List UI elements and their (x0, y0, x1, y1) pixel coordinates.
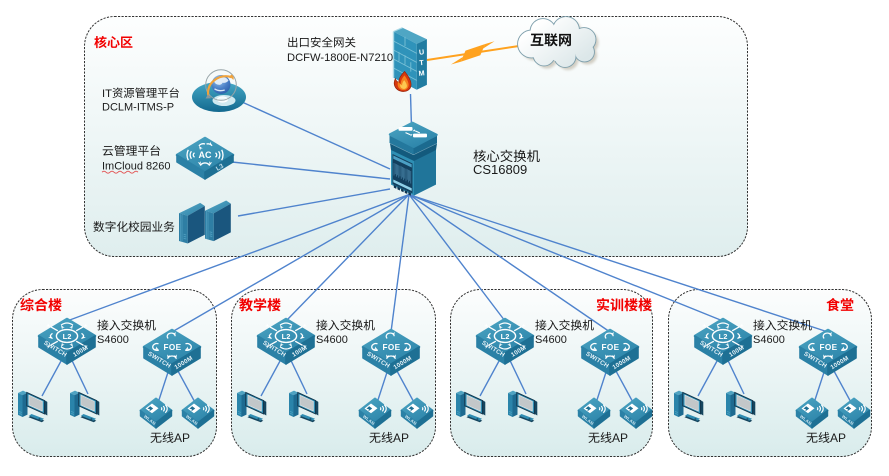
svg-text:M: M (418, 68, 425, 78)
svg-text:S4600: S4600 (316, 334, 348, 346)
svg-text:T: T (419, 58, 425, 67)
svg-text:AP: AP (393, 431, 409, 445)
svg-text:DCFW-1800E-N7210: DCFW-1800E-N7210 (287, 52, 393, 64)
svg-text:S4600: S4600 (753, 334, 785, 346)
svg-text:AP: AP (830, 431, 846, 445)
svg-text:ImCloud 8260: ImCloud 8260 (102, 161, 171, 173)
svg-text:IT: IT (102, 88, 112, 100)
svg-text:S4600: S4600 (535, 334, 567, 346)
svg-text:AP: AP (612, 431, 628, 445)
svg-text:CS16809: CS16809 (473, 162, 527, 177)
svg-text:AP: AP (174, 431, 190, 445)
svg-text:S4600: S4600 (97, 334, 129, 346)
svg-text:DCLM-ITMS-P: DCLM-ITMS-P (102, 102, 174, 114)
svg-text:U: U (418, 47, 424, 56)
